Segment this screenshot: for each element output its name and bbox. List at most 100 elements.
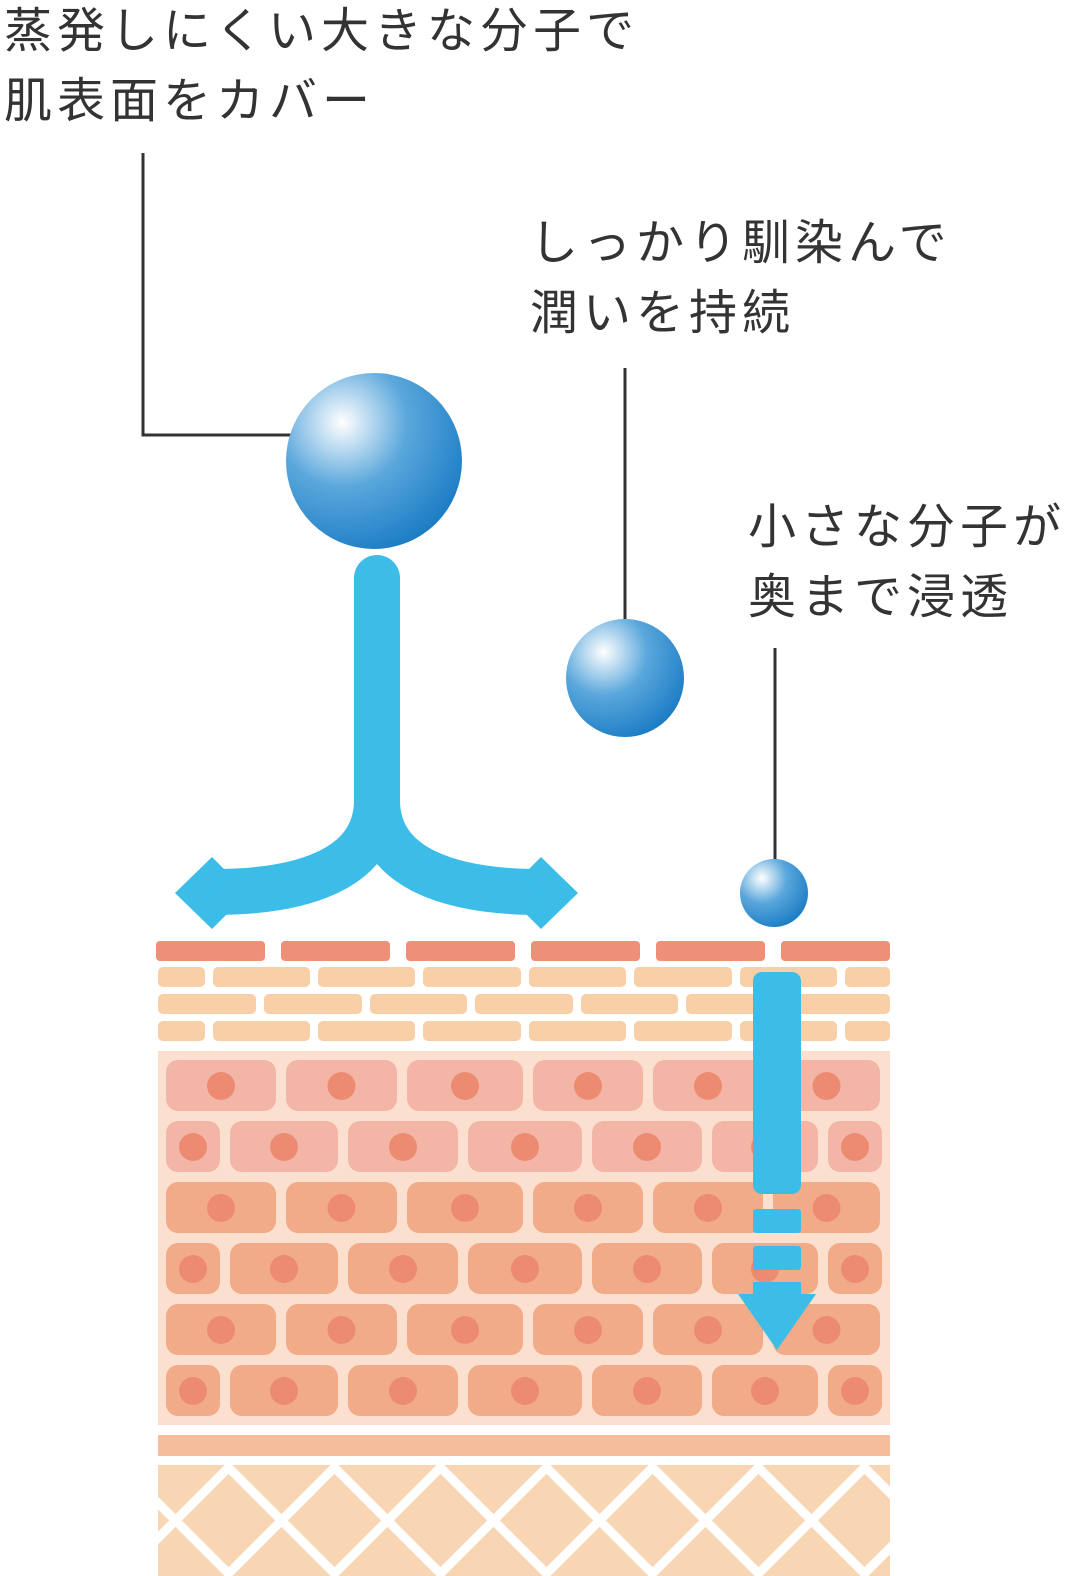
cell-nucleus (327, 1072, 356, 1100)
skin-layers (0, 941, 1080, 1576)
cell-nucleus (812, 1316, 841, 1344)
dermis-fiber (434, 1465, 553, 1576)
cell-nucleus (812, 1072, 841, 1100)
dermis-layer (0, 1465, 1080, 1576)
dermis-fiber (14, 1465, 125, 1576)
medium-molecule-label-line1: しっかり馴染んで (530, 215, 952, 271)
small-molecule-label-line2: 奥まで浸透 (748, 569, 1014, 625)
granular-cell (423, 967, 521, 987)
cell-nucleus (207, 1072, 235, 1100)
corneum-cell (531, 941, 640, 961)
cell-nucleus (751, 1377, 779, 1405)
granular-cell (634, 967, 732, 987)
dermis-fiber (1074, 1465, 1080, 1576)
cell-nucleus (451, 1194, 479, 1222)
granular-cell (634, 1021, 732, 1041)
cell-nucleus (633, 1377, 661, 1405)
surface-spread-arrow (175, 555, 578, 929)
cell-nucleus (179, 1133, 207, 1161)
granular-cell (529, 967, 626, 987)
dermis-fiber (858, 1541, 890, 1576)
medium-molecule (566, 619, 684, 737)
cell-nucleus (270, 1377, 298, 1405)
dermis-fiber (968, 1465, 1079, 1576)
small-molecule-label: 小さな分子が 奥まで浸透 (748, 492, 1066, 632)
cell-nucleus (694, 1072, 722, 1100)
granular-cell (318, 967, 415, 987)
dermis-fiber (646, 1465, 765, 1576)
dermis-fiber (0, 1465, 19, 1576)
penetration-arrowhead (738, 1282, 816, 1350)
corneum-cell (781, 941, 890, 961)
large-molecule (286, 373, 462, 549)
cell-nucleus (633, 1255, 661, 1283)
large-molecule-label-line1: 蒸発しにくい大きな分子で (4, 3, 640, 59)
dermis-fiber (1074, 1465, 1080, 1576)
large-molecule-leader-line (141, 153, 357, 437)
dermis-fiber (752, 1465, 871, 1576)
cell-nucleus (511, 1133, 539, 1161)
stratum-corneum (156, 941, 890, 961)
granular-cell (792, 994, 890, 1014)
small-molecule (740, 859, 808, 927)
cell-nucleus (812, 1194, 841, 1222)
granular-cell (845, 967, 890, 987)
penetration-arrow (738, 972, 816, 1350)
corneum-cell (156, 941, 265, 961)
spinous-layer (166, 1060, 882, 1416)
medium-molecule-label: しっかり馴染んで 潤いを持続 (530, 208, 952, 348)
cell-nucleus (270, 1255, 298, 1283)
medium-molecule-label-line2: 潤いを持続 (530, 285, 796, 341)
corneum-cell (656, 941, 765, 961)
cell-nucleus (207, 1316, 235, 1344)
cell-nucleus (694, 1316, 722, 1344)
dermis-fiber (14, 1465, 125, 1576)
granular-cell (264, 994, 362, 1014)
right-arrowhead (524, 857, 578, 929)
corneum-cell (281, 941, 390, 961)
left-arrowhead (175, 857, 229, 929)
granular-cell (370, 994, 467, 1014)
granular-cell (158, 967, 205, 987)
granular-cell (318, 1021, 415, 1041)
dermis-fiber (222, 1465, 341, 1576)
cell-nucleus (841, 1377, 869, 1405)
granular-cell (529, 1021, 626, 1041)
cell-nucleus (841, 1133, 869, 1161)
cell-nucleus (511, 1377, 539, 1405)
dermis-fiber (0, 1465, 19, 1576)
cell-nucleus (694, 1194, 722, 1222)
small-molecule-label-line1: 小さな分子が (748, 499, 1067, 555)
cell-nucleus (389, 1133, 417, 1161)
cell-nucleus (327, 1316, 356, 1344)
cell-nucleus (207, 1194, 235, 1222)
cell-nucleus (451, 1072, 479, 1100)
granular-cell (158, 1021, 205, 1041)
cell-nucleus (574, 1194, 602, 1222)
cell-nucleus (633, 1133, 661, 1161)
cell-nucleus (511, 1255, 539, 1283)
cell-nucleus (179, 1255, 207, 1283)
granular-cell (213, 967, 310, 987)
granular-cell (581, 994, 678, 1014)
cell-nucleus (270, 1133, 298, 1161)
cell-nucleus (451, 1316, 479, 1344)
granular-layer (158, 967, 890, 1041)
cell-nucleus (841, 1255, 869, 1283)
dermis-fiber (858, 1465, 890, 1500)
granular-cell (475, 994, 573, 1014)
dermis-fiber (158, 1465, 235, 1545)
large-molecule-label-line2: 肌表面をカバー (4, 73, 376, 129)
corneum-cell (406, 941, 515, 961)
granular-cell (423, 1021, 521, 1041)
cell-nucleus (574, 1316, 602, 1344)
dermis-fiber (540, 1465, 659, 1576)
granular-cell (158, 994, 256, 1014)
large-molecule-label: 蒸発しにくい大きな分子で 肌表面をカバー (4, 0, 639, 136)
cell-nucleus (389, 1377, 417, 1405)
basement-membrane (158, 1435, 890, 1456)
dermis-fiber (968, 1465, 1079, 1576)
cell-nucleus (574, 1072, 602, 1100)
cell-nucleus (389, 1255, 417, 1283)
